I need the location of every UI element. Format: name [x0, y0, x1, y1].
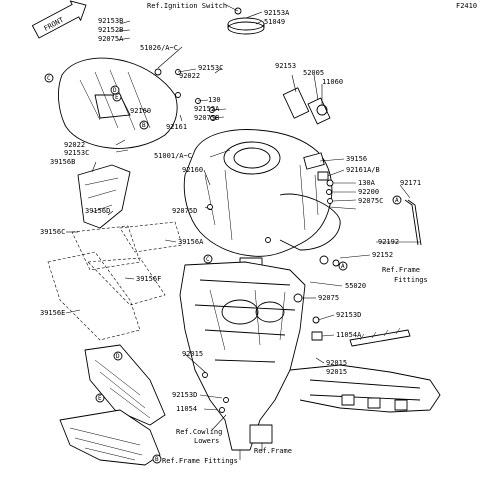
part-39156C: 39156C — [40, 228, 65, 236]
front-arrow-icon: FRONT — [31, 0, 87, 39]
figure-code: F2410 — [456, 2, 477, 10]
part-92152A: 92152A — [194, 105, 220, 113]
side-strip — [349, 327, 411, 347]
ref-frame: Ref.Frame — [254, 447, 292, 455]
part-130: 130 — [208, 96, 221, 104]
fuel-pump-assembly — [282, 87, 331, 125]
callout-C-mid: C — [203, 254, 213, 264]
part-11054: 11054 — [176, 405, 197, 413]
part-55020: 55020 — [345, 282, 366, 290]
main-frame — [179, 261, 441, 451]
part-39156: 39156 — [346, 155, 367, 163]
callout-B-bottom: B — [152, 454, 162, 464]
callout-A-right: A — [392, 195, 402, 205]
ref-ignition-switch: Ref.Ignition Switch — [147, 2, 227, 10]
part-92022-left: 92022 — [64, 141, 85, 149]
part-92161AB: 92161A/B — [346, 166, 380, 174]
part-92153C: 92153C — [198, 64, 223, 72]
part-39156B: 39156B — [50, 158, 75, 166]
part-92152B: 92152B — [98, 26, 123, 34]
part-92022-top: 92022 — [179, 72, 200, 80]
ref-frame-fittings-2: Fittings — [394, 276, 428, 284]
part-92075D: 92075D — [172, 207, 197, 215]
callout-C-label: C — [47, 75, 51, 82]
part-92153: 92153 — [275, 62, 296, 70]
part-92160-top: 92160 — [130, 107, 151, 115]
callout-E-bottom-label: E — [98, 395, 102, 402]
part-92161: 92161 — [166, 123, 187, 131]
callout-A-mid: A — [338, 261, 348, 271]
callout-B-top: B — [139, 120, 149, 130]
fuel-cap — [227, 7, 265, 35]
part-51049: 51049 — [264, 18, 285, 26]
upper-fairing — [58, 57, 178, 149]
fuel-tank — [183, 129, 333, 269]
part-92200: 92200 — [358, 188, 379, 196]
part-51001: 51001/A~C — [154, 152, 192, 160]
part-92153C-left: 92153C — [64, 149, 89, 157]
callout-D-top-label: D — [113, 87, 117, 94]
part-92075B: 92075B — [194, 114, 219, 122]
part-92153A: 92153A — [264, 9, 290, 17]
seat-pad-39156E — [47, 251, 141, 341]
ref-cowling-1: Ref.Cowling — [176, 428, 222, 436]
seat-pad-39156C — [71, 225, 141, 271]
callout-D-top: D — [110, 85, 120, 95]
ref-frame-fittings-bottom: Ref.Frame Fittings — [162, 457, 238, 465]
part-11054A: 11054A — [336, 331, 362, 339]
seat-pad-39156B — [77, 164, 131, 229]
part-92075A: 92075A — [98, 35, 124, 43]
part-92075: 92075 — [318, 294, 339, 302]
lower-cowling — [59, 344, 166, 466]
callout-B-bottom-label: B — [155, 456, 159, 463]
part-92171: 92171 — [400, 179, 421, 187]
part-92015-left: 92015 — [182, 350, 203, 358]
part-92075C: 92075C — [358, 197, 383, 205]
callout-C: C — [44, 73, 54, 83]
part-92152: 92152 — [372, 251, 393, 259]
callout-C-mid-label: C — [206, 256, 210, 263]
ref-frame-fittings-1: Ref.Frame — [382, 266, 420, 274]
callout-D-bottom-label: D — [116, 353, 120, 360]
part-39156D: 39156D — [85, 207, 110, 215]
part-39156F: 39156F — [136, 275, 161, 283]
part-130A: 130A — [358, 179, 376, 187]
callout-B-top-label: B — [142, 122, 146, 129]
leader-lines — [65, 4, 420, 460]
part-51026: 51026/A~C — [140, 44, 178, 52]
callout-A-mid-label: A — [341, 263, 345, 270]
part-92015-right2: 92015 — [326, 368, 347, 376]
part-92015-right: 92015 — [326, 359, 347, 367]
part-92153B: 92153B — [98, 17, 123, 25]
part-52005: 52005 — [303, 69, 324, 77]
part-92160-mid: 92160 — [182, 166, 203, 174]
part-11060: 11060 — [322, 78, 343, 86]
part-39156E: 39156E — [40, 309, 65, 317]
callout-E-bottom: E — [95, 393, 105, 403]
callout-E-label: E — [115, 94, 119, 101]
part-39156A: 39156A — [178, 238, 204, 246]
hardware-cluster-right — [279, 152, 341, 341]
fuel-hose-92192 — [404, 199, 422, 246]
callout-D-bottom: D — [113, 351, 123, 361]
part-92153D-bottom: 92153D — [172, 391, 197, 399]
ref-cowling-2: Lowers — [194, 437, 219, 445]
seat-pad-39156A — [119, 221, 183, 253]
callout-A-right-label: A — [395, 197, 399, 204]
seat-pad-39156F — [87, 257, 166, 306]
part-92153D: 92153D — [336, 311, 361, 319]
part-92192: 92192 — [378, 238, 399, 246]
